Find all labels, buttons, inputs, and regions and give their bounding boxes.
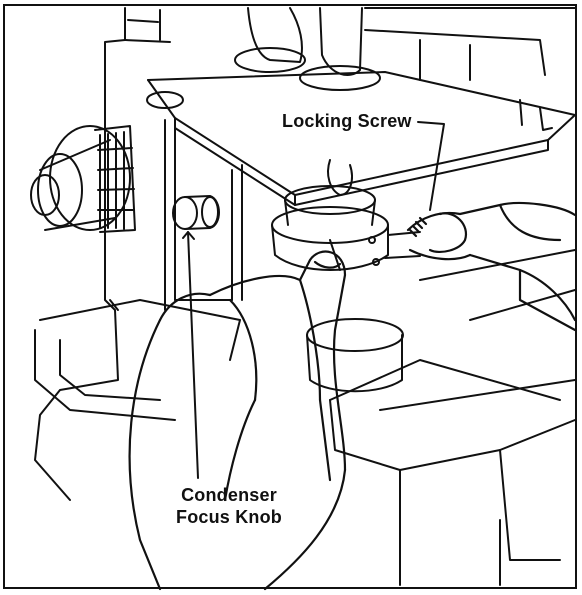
condenser-focus-knob-label: Condenser Focus Knob	[176, 484, 282, 528]
frame-border	[3, 4, 577, 589]
left-hand	[128, 250, 347, 591]
nosepiece	[234, 7, 576, 91]
condenser-label-line2: Focus Knob	[176, 507, 282, 527]
stage-plate	[146, 71, 576, 206]
microscope-arm	[34, 7, 243, 501]
condenser-focus-knob-shape	[172, 195, 220, 230]
right-hand	[406, 201, 577, 332]
condenser-label-line1: Condenser	[181, 485, 277, 505]
callout-leaders	[182, 121, 445, 479]
locking-screw-label: Locking Screw	[282, 111, 412, 131]
illuminator-base	[34, 249, 576, 586]
focus-knob	[30, 125, 136, 233]
